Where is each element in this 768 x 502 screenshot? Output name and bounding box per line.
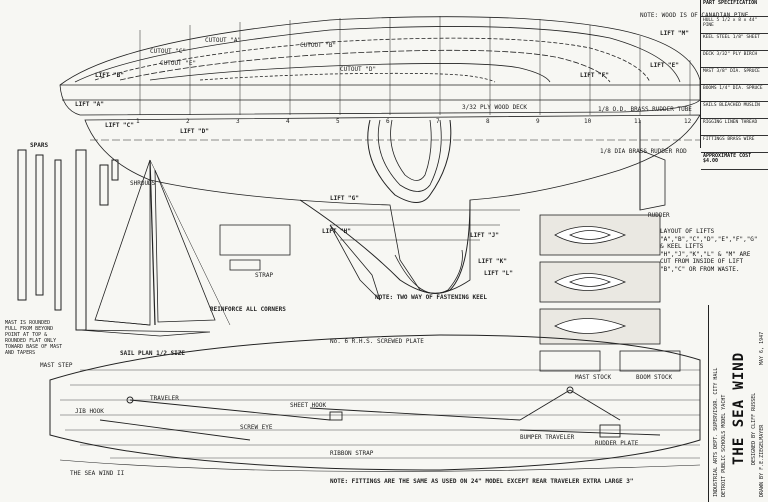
bumper-traveler-label: BUMPER TRAVELER xyxy=(520,434,575,441)
station-number: 1 xyxy=(136,118,140,125)
station-number: 10 xyxy=(584,118,592,125)
cutout-label: CUTOUT "C" xyxy=(150,48,187,55)
station-number: 11 xyxy=(634,118,642,125)
mast-step-label: MAST STEP xyxy=(40,362,73,369)
ribbon-strap-label: RIBBON STRAP xyxy=(330,450,374,457)
station-lines xyxy=(139,16,691,115)
rudder-label: RUDDER xyxy=(648,212,670,219)
hull-section-bulkhead xyxy=(367,119,452,203)
mast-stock-label: MAST STOCK xyxy=(575,374,612,381)
spec-row: SAILS BLEACHED MUSLIN xyxy=(701,102,768,119)
lift-label: LIFT "G" xyxy=(330,195,359,202)
drawing-title: THE SEA WIND xyxy=(731,351,747,465)
sail-plan xyxy=(79,159,231,337)
rudder-tube-label: 1/8 O.D. BRASS RUDDER TUBE xyxy=(598,106,692,113)
small-title: THE SEA WIND II xyxy=(70,470,125,477)
station-number: 6 xyxy=(386,118,390,125)
lift-label: LIFT "A" xyxy=(75,101,104,108)
jib-hook-label: JIB HOOK xyxy=(75,408,104,415)
cutout-label: CUTOUT "B" xyxy=(300,42,337,49)
station-number: 3 xyxy=(236,118,240,125)
rudder-rod-label: 1/8 DIA BRASS RUDDER ROD xyxy=(600,148,687,155)
spec-total: APPROXIMATE COST $4.00 xyxy=(701,153,768,170)
strap-label: STRAP xyxy=(255,272,274,279)
boom-stock-label: BOOM STOCK xyxy=(636,374,673,381)
keel-note: NOTE: TWO WAY OF FASTENING KEEL xyxy=(375,294,487,301)
keel-bulb xyxy=(394,249,463,294)
hull-plan-outline xyxy=(59,16,701,116)
shroud-label: SHROUDS xyxy=(130,180,156,187)
lift-label: LIFT "H" xyxy=(322,228,351,235)
screw-eye-label: SCREW EYE xyxy=(240,424,273,431)
mast-note: MAST IS ROUNDED FULL FROM BEYOND POINT A… xyxy=(5,320,63,356)
spars-drawings xyxy=(17,149,119,331)
lift-label: LIFT "E" xyxy=(650,62,679,69)
lift-label: LIFT "C" xyxy=(105,122,134,129)
station-number: 8 xyxy=(486,118,490,125)
spec-row: FITTINGS BRASS WIRE xyxy=(701,136,768,153)
station-number: 2 xyxy=(186,118,190,125)
reinforce-label: REINFORCE ALL CORNERS xyxy=(210,306,286,313)
spars-label: SPARS xyxy=(30,142,49,149)
rudder-blade xyxy=(639,149,666,211)
station-number: 4 xyxy=(286,118,290,125)
hull-section-3 xyxy=(390,119,432,181)
station-number: 7 xyxy=(436,118,440,125)
rudder-plate-label: RUDDER PLATE xyxy=(595,440,639,447)
deck-label: 3/32 PLY WOOD DECK xyxy=(462,104,528,111)
hull-lift-line-4 xyxy=(149,63,551,83)
lift-label: LIFT "J" xyxy=(470,232,499,239)
lift-label: LIFT "K" xyxy=(478,258,507,265)
bottom-note: NOTE: FITTINGS ARE THE SAME AS USED ON 2… xyxy=(330,478,634,485)
sail-plan-label: SAIL PLAN 1/2 SIZE xyxy=(120,350,186,357)
lift-label: LIFT "B" xyxy=(95,72,124,79)
lift-layout-note: LAYOUT OF LIFTS "A","B","C","D","E","F",… xyxy=(660,228,758,273)
traveler-label: TRAVELER xyxy=(150,395,179,402)
designer-line: DESIGNED BY CLIFF RUSSEL xyxy=(751,392,757,465)
hull-lift-line-5 xyxy=(199,72,496,83)
spec-table-header: PART SPECIFICATION xyxy=(701,0,768,17)
deck-fittings xyxy=(99,386,661,441)
deck-plan-keel-shadow xyxy=(59,459,701,472)
cutout-label: CUTOUT "D" xyxy=(340,66,377,73)
cutout-label: CUTOUT "A" xyxy=(205,37,242,44)
lift-label: LIFT "F" xyxy=(580,72,609,79)
spec-row: KEEL STEEL 1/8" SHEET xyxy=(701,34,768,51)
spec-row: MAST 3/8" DIA. SPRUCE xyxy=(701,68,768,85)
keel-fastening xyxy=(219,224,381,301)
lift-layouts xyxy=(539,214,681,372)
cutout-label: CUTOUT "E" xyxy=(160,60,197,67)
spec-row: HULL 5 1/2 x 8 x 44" PINE xyxy=(701,17,768,34)
hull-lift-line-2 xyxy=(94,37,651,83)
drawn-by: DRAWN BY F.E.ZIEGELMAYER xyxy=(759,424,765,497)
spec-row: DECK 3/32" PLY BIRCH xyxy=(701,51,768,68)
hull-section-2 xyxy=(377,119,442,192)
lift-label: LIFT "L" xyxy=(484,270,513,277)
lift-label: LIFT "M" xyxy=(660,30,689,37)
hull-lift-line-3 xyxy=(119,49,611,83)
title-block: INDUSTRIAL ARTS DEPT. SUPERVISOR. CITY H… xyxy=(708,305,768,502)
station-number: 12 xyxy=(684,118,692,125)
header-note: NOTE: WOOD IS OF CANADIAN PINE xyxy=(640,12,749,19)
sheet-hook-label: SHEET HOOK xyxy=(290,402,327,409)
keel-outline xyxy=(299,199,471,294)
lift-label: LIFT "D" xyxy=(180,128,209,135)
deck-planking xyxy=(60,369,700,459)
hull-lift-line-1 xyxy=(74,26,681,83)
deck-plan-outline xyxy=(49,334,701,471)
deck-plate-label: No. 6 R.H.S. SCREWED PLATE xyxy=(330,338,424,345)
specification-table: PART SPECIFICATION HULL 5 1/2 x 8 x 44" … xyxy=(700,0,768,170)
sponsor-line: DETROIT PUBLIC SCHOOLS MODEL YACHT xyxy=(721,394,727,497)
station-number: 9 xyxy=(536,118,540,125)
spec-row: BOOMS 1/4" DIA. SPRUCE xyxy=(701,85,768,102)
drawing-date: MAY 6, 1947 xyxy=(759,331,765,365)
sponsor-line: INDUSTRIAL ARTS DEPT. SUPERVISOR. CITY H… xyxy=(713,367,719,497)
spec-row: RIGGING LINEN THREAD xyxy=(701,119,768,136)
station-number: 5 xyxy=(336,118,340,125)
